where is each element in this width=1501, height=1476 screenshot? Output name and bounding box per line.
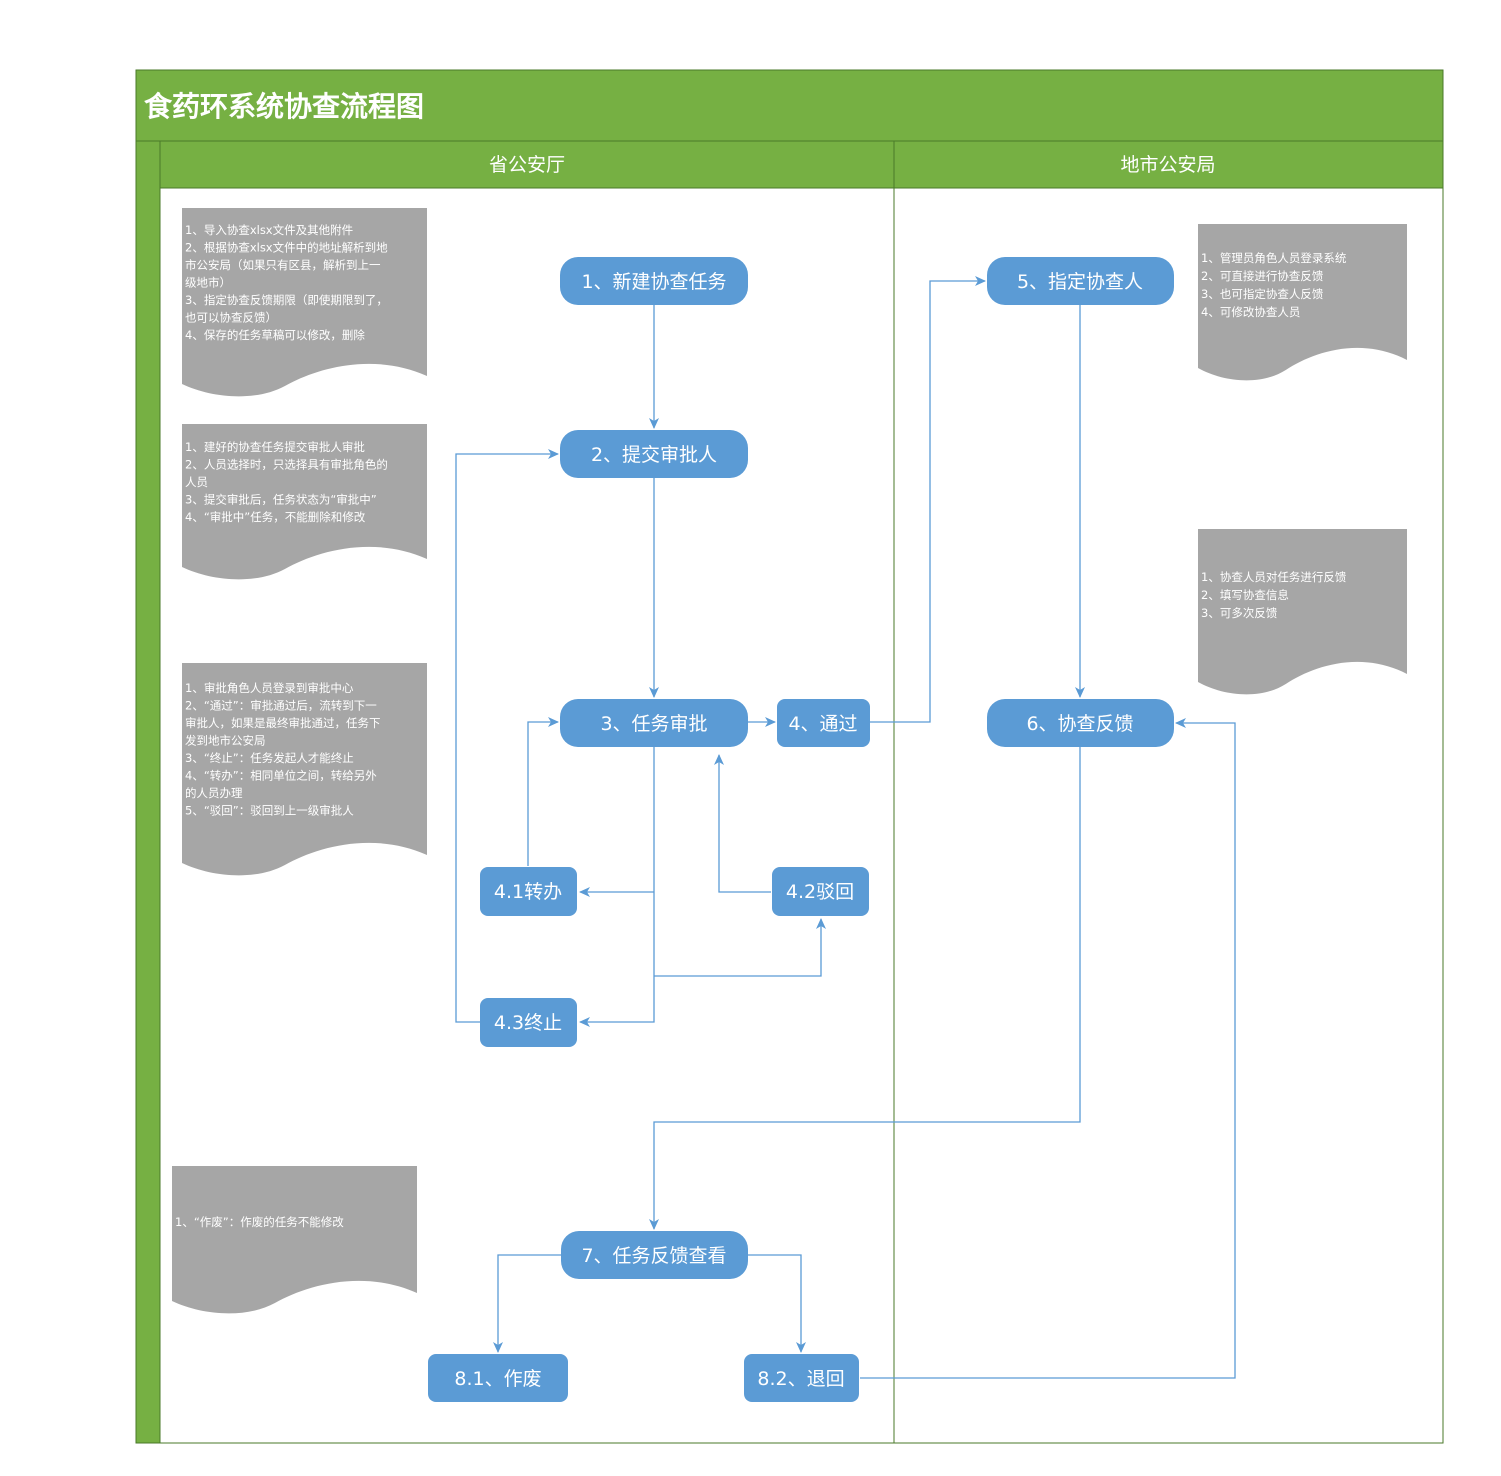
lane-label-city: 地市公安局 xyxy=(1120,154,1215,176)
note-create-line: 2、根据协查xlsx文件中的地址解析到地 xyxy=(185,241,388,255)
lane-header-city xyxy=(893,140,1444,189)
node-n82[interactable]: 8.2、退回 xyxy=(744,1354,859,1402)
node-n4-label: 4、通过 xyxy=(788,713,857,735)
node-n41[interactable]: 4.1转办 xyxy=(480,867,577,916)
node-n3-label: 3、任务审批 xyxy=(600,713,707,735)
node-n81[interactable]: 8.1、作废 xyxy=(428,1354,568,1402)
node-n6-label: 6、协查反馈 xyxy=(1026,713,1133,735)
edge-n7-n81 xyxy=(493,1254,561,1353)
note-create-line: 1、导入协查xlsx文件及其他附件 xyxy=(185,223,353,237)
node-n7-label: 7、任务反馈查看 xyxy=(581,1245,726,1267)
node-n82-label: 8.2、退回 xyxy=(757,1368,844,1390)
node-n41-label: 4.1转办 xyxy=(494,881,562,903)
pool-left-strip xyxy=(135,140,161,1444)
node-n42-label: 4.2驳回 xyxy=(786,881,854,903)
note-submit-line: 人员 xyxy=(185,475,208,489)
edge-n43-n2 xyxy=(455,449,559,1023)
note-approve-line: 审批人，如果是最终审批通过，任务下 xyxy=(185,716,381,730)
note-approve-shape xyxy=(182,663,427,876)
note-approve-line: 4、“转办”：相同单位之间，转给另外 xyxy=(185,769,377,783)
node-n81-label: 8.1、作废 xyxy=(454,1368,541,1390)
note-void-shape xyxy=(172,1166,417,1314)
node-n43-label: 4.3终止 xyxy=(494,1012,562,1034)
node-n7[interactable]: 7、任务反馈查看 xyxy=(561,1231,748,1279)
note-approve-line: 3、“终止”：任务发起人才能终止 xyxy=(185,751,354,765)
note-approve-line: 发到地市公安局 xyxy=(185,734,266,748)
edge-n6-n7 xyxy=(649,747,1081,1230)
page-title: 食药环系统协查流程图 xyxy=(144,90,424,123)
note-feedback-shape xyxy=(1198,529,1407,695)
note-feedback-line: 2、填写协查信息 xyxy=(1201,588,1289,602)
node-n2-label: 2、提交审批人 xyxy=(591,444,717,466)
edge-n7-n82 xyxy=(748,1254,806,1353)
edge-n3-n42 xyxy=(654,918,826,977)
node-n6[interactable]: 6、协查反馈 xyxy=(987,699,1174,747)
lane-header-province xyxy=(159,140,895,189)
node-n3[interactable]: 3、任务审批 xyxy=(560,699,748,747)
edge-n3-n43 xyxy=(579,746,655,1027)
note-create-line: 市公安局（如果只有区县，解析到上一 xyxy=(185,258,381,272)
node-n42[interactable]: 4.2驳回 xyxy=(772,867,869,916)
edge-n4-n5 xyxy=(870,276,986,723)
note-submit-line: 1、建好的协查任务提交审批人审批 xyxy=(185,440,365,454)
note-create-line: 4、保存的任务草稿可以修改，删除 xyxy=(185,328,365,342)
note-approve-line: 2、“通过”：审批通过后，流转到下一 xyxy=(185,699,377,713)
note-approve-line: 1、审批角色人员登录到审批中心 xyxy=(185,681,354,695)
node-n4[interactable]: 4、通过 xyxy=(777,699,870,747)
node-n43[interactable]: 4.3终止 xyxy=(480,998,577,1047)
note-create-line: 也可以协查反馈） xyxy=(185,311,277,325)
note-submit-line: 3、提交审批后，任务状态为“审批中” xyxy=(185,493,377,507)
note-submit-line: 2、人员选择时，只选择具有审批角色的 xyxy=(185,458,388,472)
note-feedback-line: 3、可多次反馈 xyxy=(1201,606,1278,620)
note-create-shape xyxy=(182,208,427,397)
note-assign-shape xyxy=(1198,224,1407,381)
note-void-line: 1、“作废”：作废的任务不能修改 xyxy=(175,1215,344,1229)
note-assign-line: 2、可直接进行协查反馈 xyxy=(1201,269,1324,283)
note-submit-line: 4、“审批中”任务，不能删除和修改 xyxy=(185,510,366,524)
note-approve-line: 5、“驳回”：驳回到上一级审批人 xyxy=(185,804,354,818)
note-feedback-line: 1、协查人员对任务进行反馈 xyxy=(1201,570,1347,584)
node-n5-label: 5、指定协查人 xyxy=(1017,271,1143,293)
edge-n82-n6 xyxy=(860,718,1236,1379)
note-assign-line: 1、管理员角色人员登录系统 xyxy=(1201,251,1347,265)
node-n2[interactable]: 2、提交审批人 xyxy=(560,430,748,478)
note-create-line: 3、指定协查反馈期限（即使期限到了， xyxy=(185,293,388,307)
note-submit-shape xyxy=(182,424,427,580)
note-create-line: 级地市） xyxy=(185,276,231,290)
note-assign-line: 4、可修改协查人员 xyxy=(1201,305,1300,319)
connectors xyxy=(455,276,1236,1379)
note-assign-line: 3、也可指定协查人反馈 xyxy=(1201,287,1324,301)
node-n1-label: 1、新建协查任务 xyxy=(581,271,726,293)
node-n5[interactable]: 5、指定协查人 xyxy=(987,257,1174,305)
edge-n42-n3 xyxy=(714,754,771,893)
note-approve-line: 的人员办理 xyxy=(185,786,243,800)
lane-label-province: 省公安厅 xyxy=(489,154,565,176)
edge-n41-n3 xyxy=(527,717,559,866)
node-n1[interactable]: 1、新建协查任务 xyxy=(560,257,748,305)
title-bar xyxy=(135,69,1444,142)
